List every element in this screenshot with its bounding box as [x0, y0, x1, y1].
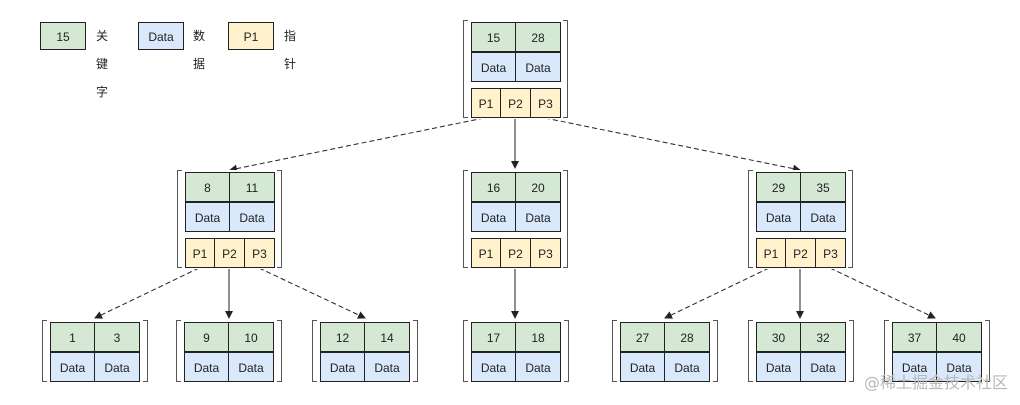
pointer-cell: P1	[185, 238, 215, 268]
data-cell: Data	[185, 202, 230, 232]
key-cell: 32	[801, 322, 846, 352]
key-cell: 12	[320, 322, 365, 352]
node-level1-middle: 16 20 Data Data P1 P2 P3	[463, 169, 568, 269]
data-cell: Data	[320, 352, 365, 382]
node-leaf-7: 37 40 Data Data	[884, 319, 990, 383]
data-cell: Data	[665, 352, 710, 382]
key-cell: 27	[620, 322, 665, 352]
data-cell: Data	[230, 202, 275, 232]
node-root: 15 28 Data Data P1 P2 P3	[463, 19, 568, 119]
watermark: @稀土掘金技术社区	[863, 373, 1008, 392]
key-cell: 1	[50, 322, 95, 352]
legend-pointer-label: 指针	[284, 29, 297, 71]
node-leaf-5: 27 28 Data Data	[612, 319, 718, 383]
key-cell: 3	[95, 322, 140, 352]
legend-data-label: 数据	[193, 29, 206, 71]
key-cell: 20	[516, 172, 561, 202]
pointer-cell: P2	[215, 238, 245, 268]
data-cell: Data	[95, 352, 140, 382]
key-cell: 17	[471, 322, 516, 352]
key-cell: 18	[516, 322, 561, 352]
node-leaf-4: 17 18 Data Data	[463, 319, 569, 383]
key-cell: 15	[471, 22, 516, 52]
node-level1-right: 29 35 Data Data P1 P2 P3	[748, 169, 853, 269]
key-cell: 28	[516, 22, 561, 52]
data-cell: Data	[620, 352, 665, 382]
pointer-cell: P2	[786, 238, 816, 268]
data-cell: Data	[756, 202, 801, 232]
node-leaf-2: 9 10 Data Data	[176, 319, 282, 383]
key-cell: 16	[471, 172, 516, 202]
data-cell: Data	[471, 352, 516, 382]
data-cell: Data	[937, 352, 982, 382]
edge-right-leaf7	[829, 267, 936, 319]
data-cell: Data	[516, 352, 561, 382]
pointer-cell: P2	[501, 88, 531, 118]
pointer-cell: P1	[471, 88, 501, 118]
node-leaf-1: 1 3 Data Data	[42, 319, 148, 383]
pointer-cell: P1	[756, 238, 786, 268]
data-cell: Data	[516, 52, 561, 82]
node-leaf-3: 12 14 Data Data	[312, 319, 418, 383]
data-cell: Data	[365, 352, 410, 382]
data-cell: Data	[471, 202, 516, 232]
edge-root-right	[544, 117, 801, 173]
edge-root-left	[229, 117, 485, 173]
legend-key-swatch: 15	[40, 22, 86, 50]
key-cell: 8	[185, 172, 230, 202]
data-cell: Data	[756, 352, 801, 382]
key-cell: 30	[756, 322, 801, 352]
data-cell: Data	[516, 202, 561, 232]
pointer-cell: P3	[531, 238, 561, 268]
data-cell: Data	[229, 352, 274, 382]
key-cell: 40	[937, 322, 982, 352]
edge-left-leaf1	[94, 267, 200, 319]
data-cell: Data	[801, 352, 846, 382]
edge-left-leaf3	[258, 267, 366, 319]
legend-pointer-swatch: P1	[228, 22, 274, 50]
edge-right-leaf5	[664, 267, 770, 319]
key-cell: 11	[230, 172, 275, 202]
data-cell: Data	[50, 352, 95, 382]
key-cell: 14	[365, 322, 410, 352]
pointer-cell: P3	[816, 238, 846, 268]
key-cell: 35	[801, 172, 846, 202]
node-leaf-6: 30 32 Data Data	[748, 319, 854, 383]
pointer-cell: P1	[471, 238, 501, 268]
pointer-cell: P3	[531, 88, 561, 118]
data-cell: Data	[471, 52, 516, 82]
key-cell: 10	[229, 322, 274, 352]
key-cell: 28	[665, 322, 710, 352]
data-cell: Data	[892, 352, 937, 382]
key-cell: 29	[756, 172, 801, 202]
pointer-cell: P3	[245, 238, 275, 268]
key-cell: 9	[184, 322, 229, 352]
pointer-cell: P2	[501, 238, 531, 268]
key-cell: 37	[892, 322, 937, 352]
legend-data-swatch: Data	[138, 22, 184, 50]
node-level1-left: 8 11 Data Data P1 P2 P3	[177, 169, 282, 269]
data-cell: Data	[801, 202, 846, 232]
legend-key-label: 关键字	[96, 29, 109, 99]
data-cell: Data	[184, 352, 229, 382]
